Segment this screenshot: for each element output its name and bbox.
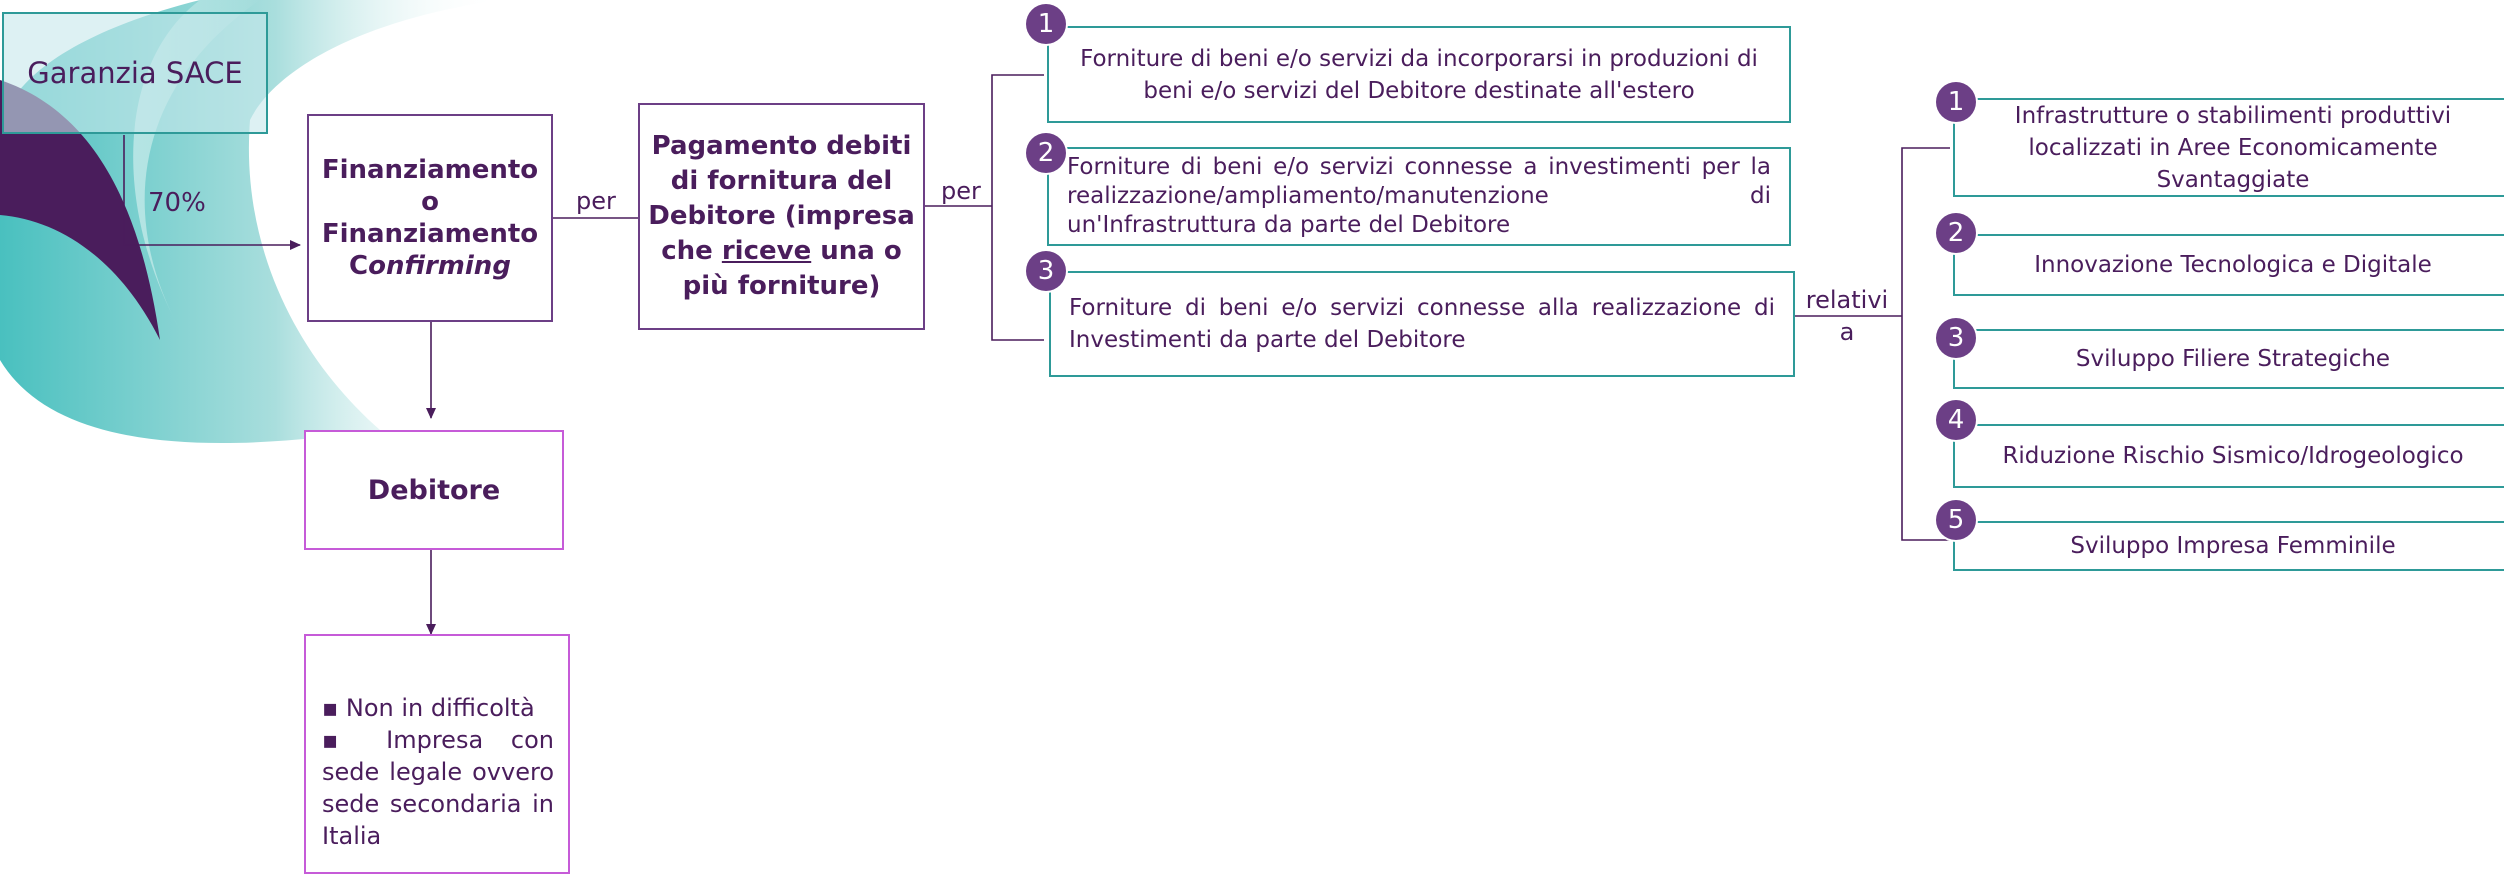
payment-text-post: una o più forniture) xyxy=(682,236,902,301)
payment-text-pre: Pagamento debiti di fornitura del Debito… xyxy=(648,131,915,266)
supply-box-2: Forniture di beni e/o servizi connesse a… xyxy=(1047,147,1791,246)
financing-line-3: Finanziamento xyxy=(321,219,539,249)
supply-text-3: Forniture di beni e/o servizi connesse a… xyxy=(1069,295,1775,353)
payment-box: Pagamento debiti di fornitura del Debito… xyxy=(638,103,925,330)
supply-number-3: 3 xyxy=(1026,251,1066,291)
investment-number-5: 5 xyxy=(1936,500,1976,540)
investment-text-3: Sviluppo Filiere Strategiche xyxy=(2075,346,2391,372)
investment-text-4: Riduzione Rischio Sismico/Idrogeologico xyxy=(2002,443,2464,469)
guarantee-label: Garanzia SACE xyxy=(27,56,243,90)
requirement-item: ▪ Non in difficoltà xyxy=(322,694,535,722)
investment-box-4: Riduzione Rischio Sismico/Idrogeologico xyxy=(1953,424,2504,488)
supplies-bracket xyxy=(991,74,1044,341)
purple-swoosh xyxy=(0,80,160,340)
investment-text-1: Infrastrutture o stabilimenti produttivi… xyxy=(2014,102,2452,193)
requirements-list: ▪ Non in difficoltà ▪ Impresa con sede l… xyxy=(322,692,554,852)
requirement-item: ▪ Impresa con sede legale ovvero sede se… xyxy=(322,726,554,850)
payment-underlined: riceve xyxy=(721,236,812,266)
investment-box-2: Innovazione Tecnologica e Digitale xyxy=(1953,234,2504,296)
investment-box-5: Sviluppo Impresa Femminile xyxy=(1953,521,2504,571)
guarantee-arrow xyxy=(123,135,301,250)
requirement-text: Non in difficoltà xyxy=(345,694,535,722)
requirement-text: Impresa con sede legale ovvero sede seco… xyxy=(322,726,554,850)
supply-box-3: Forniture di beni e/o servizi connesse a… xyxy=(1049,271,1795,377)
investment-number-1: 1 xyxy=(1936,82,1976,122)
supply-text-1: Forniture di beni e/o servizi da incorpo… xyxy=(1080,45,1758,104)
payment-text: Pagamento debiti di fornitura del Debito… xyxy=(648,129,915,304)
investment-number-2: 2 xyxy=(1936,213,1976,253)
financing-line-2: o xyxy=(421,187,439,217)
financing-c: C xyxy=(349,251,369,281)
debtor-label: Debitore xyxy=(367,474,501,506)
investment-box-1: Infrastrutture o stabilimenti produttivi… xyxy=(1953,98,2504,197)
investment-box-3: Sviluppo Filiere Strategiche xyxy=(1953,329,2504,389)
financing-line-4: Confirming xyxy=(349,250,511,282)
financing-confirming: onfirming xyxy=(368,251,511,281)
investment-number-4: 4 xyxy=(1936,400,1976,440)
guarantee-box: Garanzia SACE xyxy=(2,12,268,134)
financing-box: Finanziamento o Finanziamento Confirming xyxy=(307,114,553,322)
debtor-box: Debitore xyxy=(304,430,564,550)
investments-bracket xyxy=(1901,147,1950,541)
connector-relativi-a: relativi a xyxy=(1805,286,1889,346)
supply-number-1: 1 xyxy=(1026,4,1066,44)
investment-number-3: 3 xyxy=(1936,318,1976,358)
requirements-box: ▪ Non in difficoltà ▪ Impresa con sede l… xyxy=(304,634,570,874)
investment-text-2: Innovazione Tecnologica e Digitale xyxy=(2034,252,2432,278)
guarantee-share: 70% xyxy=(148,188,206,218)
supply-number-2: 2 xyxy=(1026,133,1066,173)
financing-line-1: Finanziamento xyxy=(321,155,539,185)
investment-text-5: Sviluppo Impresa Femminile xyxy=(2070,533,2396,559)
supply-box-1: Forniture di beni e/o servizi da incorpo… xyxy=(1047,26,1791,123)
connector-per-1: per xyxy=(576,187,616,215)
supply-text-2: Forniture di beni e/o servizi connesse a… xyxy=(1067,154,1771,238)
connector-per-2: per xyxy=(941,177,981,205)
